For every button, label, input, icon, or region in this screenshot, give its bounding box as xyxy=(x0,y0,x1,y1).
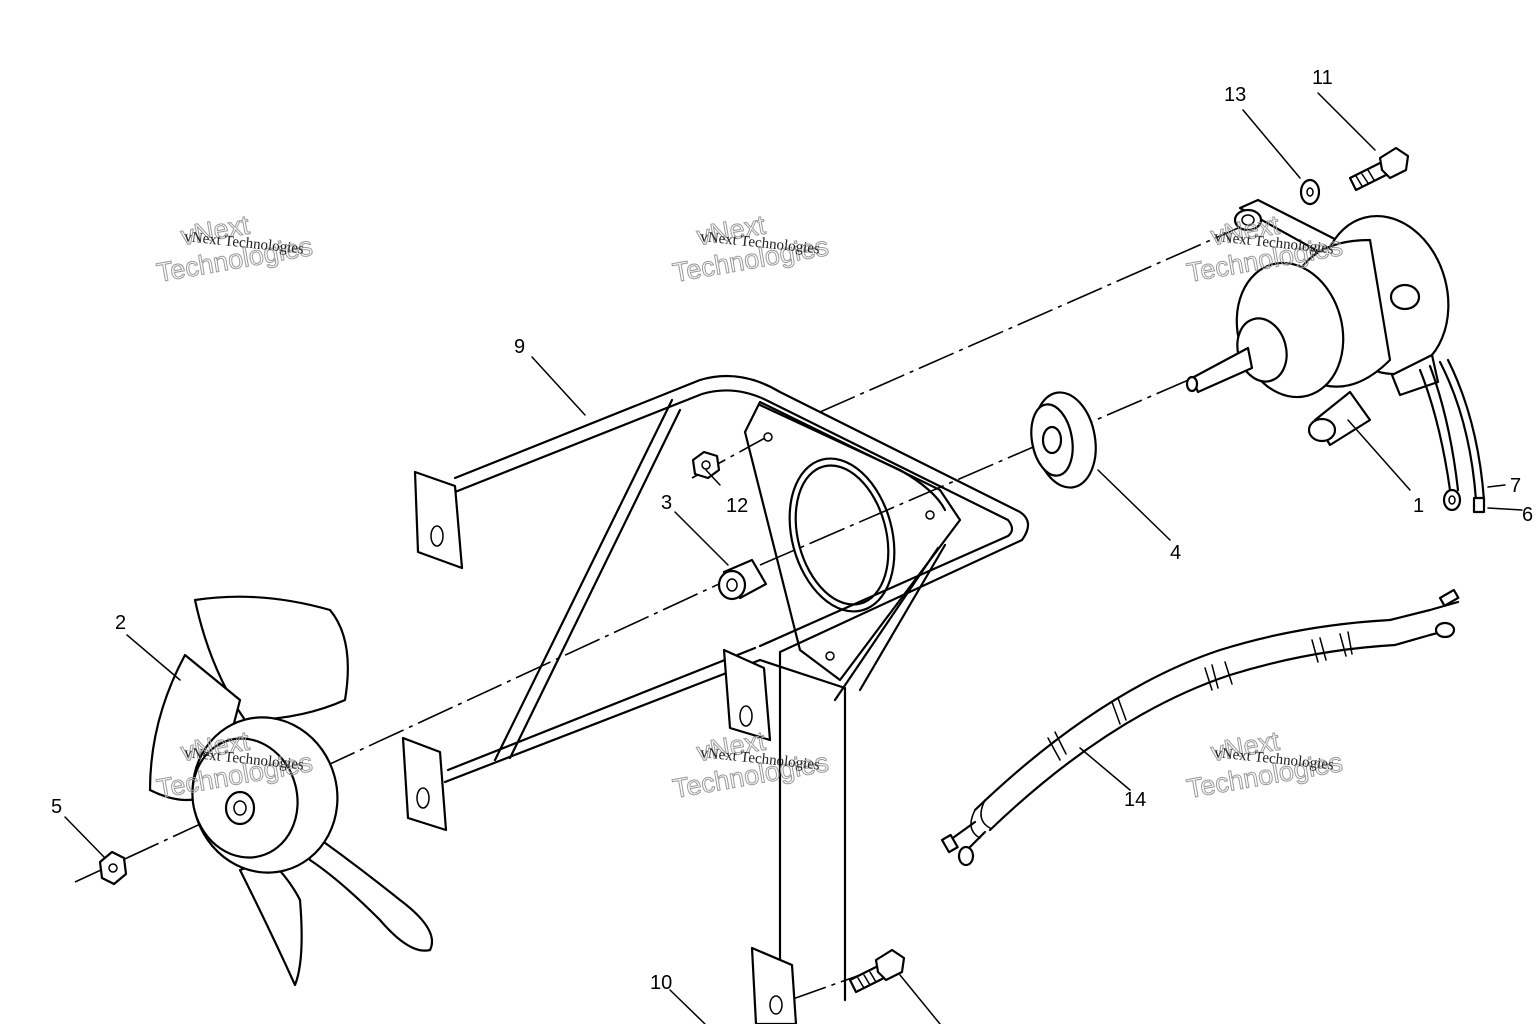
callout-9: 9 xyxy=(514,336,525,358)
callout-5: 5 xyxy=(51,796,62,818)
nut-12 xyxy=(691,450,721,480)
nut-5 xyxy=(98,850,128,886)
leader-lines xyxy=(64,92,1523,1024)
callout-13: 13 xyxy=(1224,84,1246,106)
fan-motor xyxy=(1185,198,1450,447)
spacer xyxy=(717,558,768,601)
callout-2: 2 xyxy=(115,612,126,634)
bracket-plate xyxy=(743,400,962,682)
callout-14: 14 xyxy=(1124,789,1146,811)
grommet xyxy=(1030,391,1097,489)
callout-3: 3 xyxy=(661,492,672,514)
callout-6: 6 xyxy=(1522,504,1533,526)
bolt-bottom xyxy=(848,948,906,994)
callout-4: 4 xyxy=(1170,542,1181,564)
washer-13 xyxy=(1299,178,1321,206)
callout-1: 1 xyxy=(1413,495,1424,517)
callout-10: 10 xyxy=(650,972,672,994)
callout-labels: 11 13 9 3 12 4 1 7 6 2 5 14 10 xyxy=(51,67,1533,994)
watermark-top-center: vNext Technologies xyxy=(670,209,831,288)
bolt-11 xyxy=(1348,146,1410,192)
wiring-harness xyxy=(940,588,1460,867)
callout-7: 7 xyxy=(1510,475,1521,497)
assembly-axis-lines xyxy=(74,224,1246,1001)
callout-11: 11 xyxy=(1312,67,1333,89)
motor-wire-leads xyxy=(1418,358,1486,514)
callout-12: 12 xyxy=(726,495,748,517)
mounting-tabs xyxy=(401,470,798,1024)
fan-blade xyxy=(148,595,434,987)
